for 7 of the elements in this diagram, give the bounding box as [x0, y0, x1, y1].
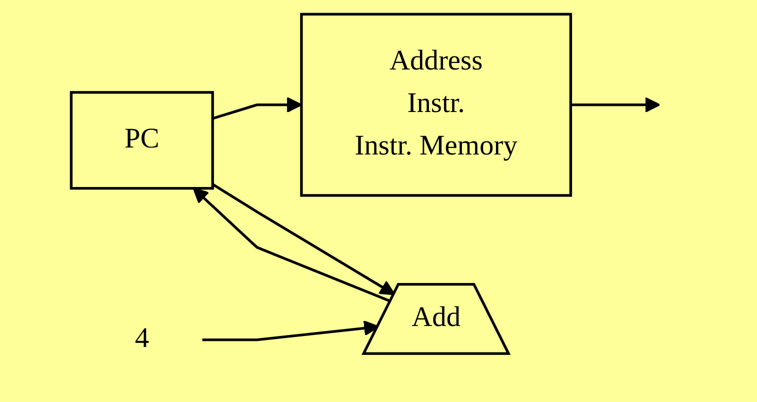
arrow [570, 97, 660, 113]
node-box: Address Instr. Instr. Memory [300, 12, 572, 197]
arrow [212, 97, 302, 120]
node-text: 4 [134, 324, 149, 354]
node-box: PC [70, 91, 214, 190]
arrow [192, 188, 392, 303]
arrow [212, 183, 396, 296]
